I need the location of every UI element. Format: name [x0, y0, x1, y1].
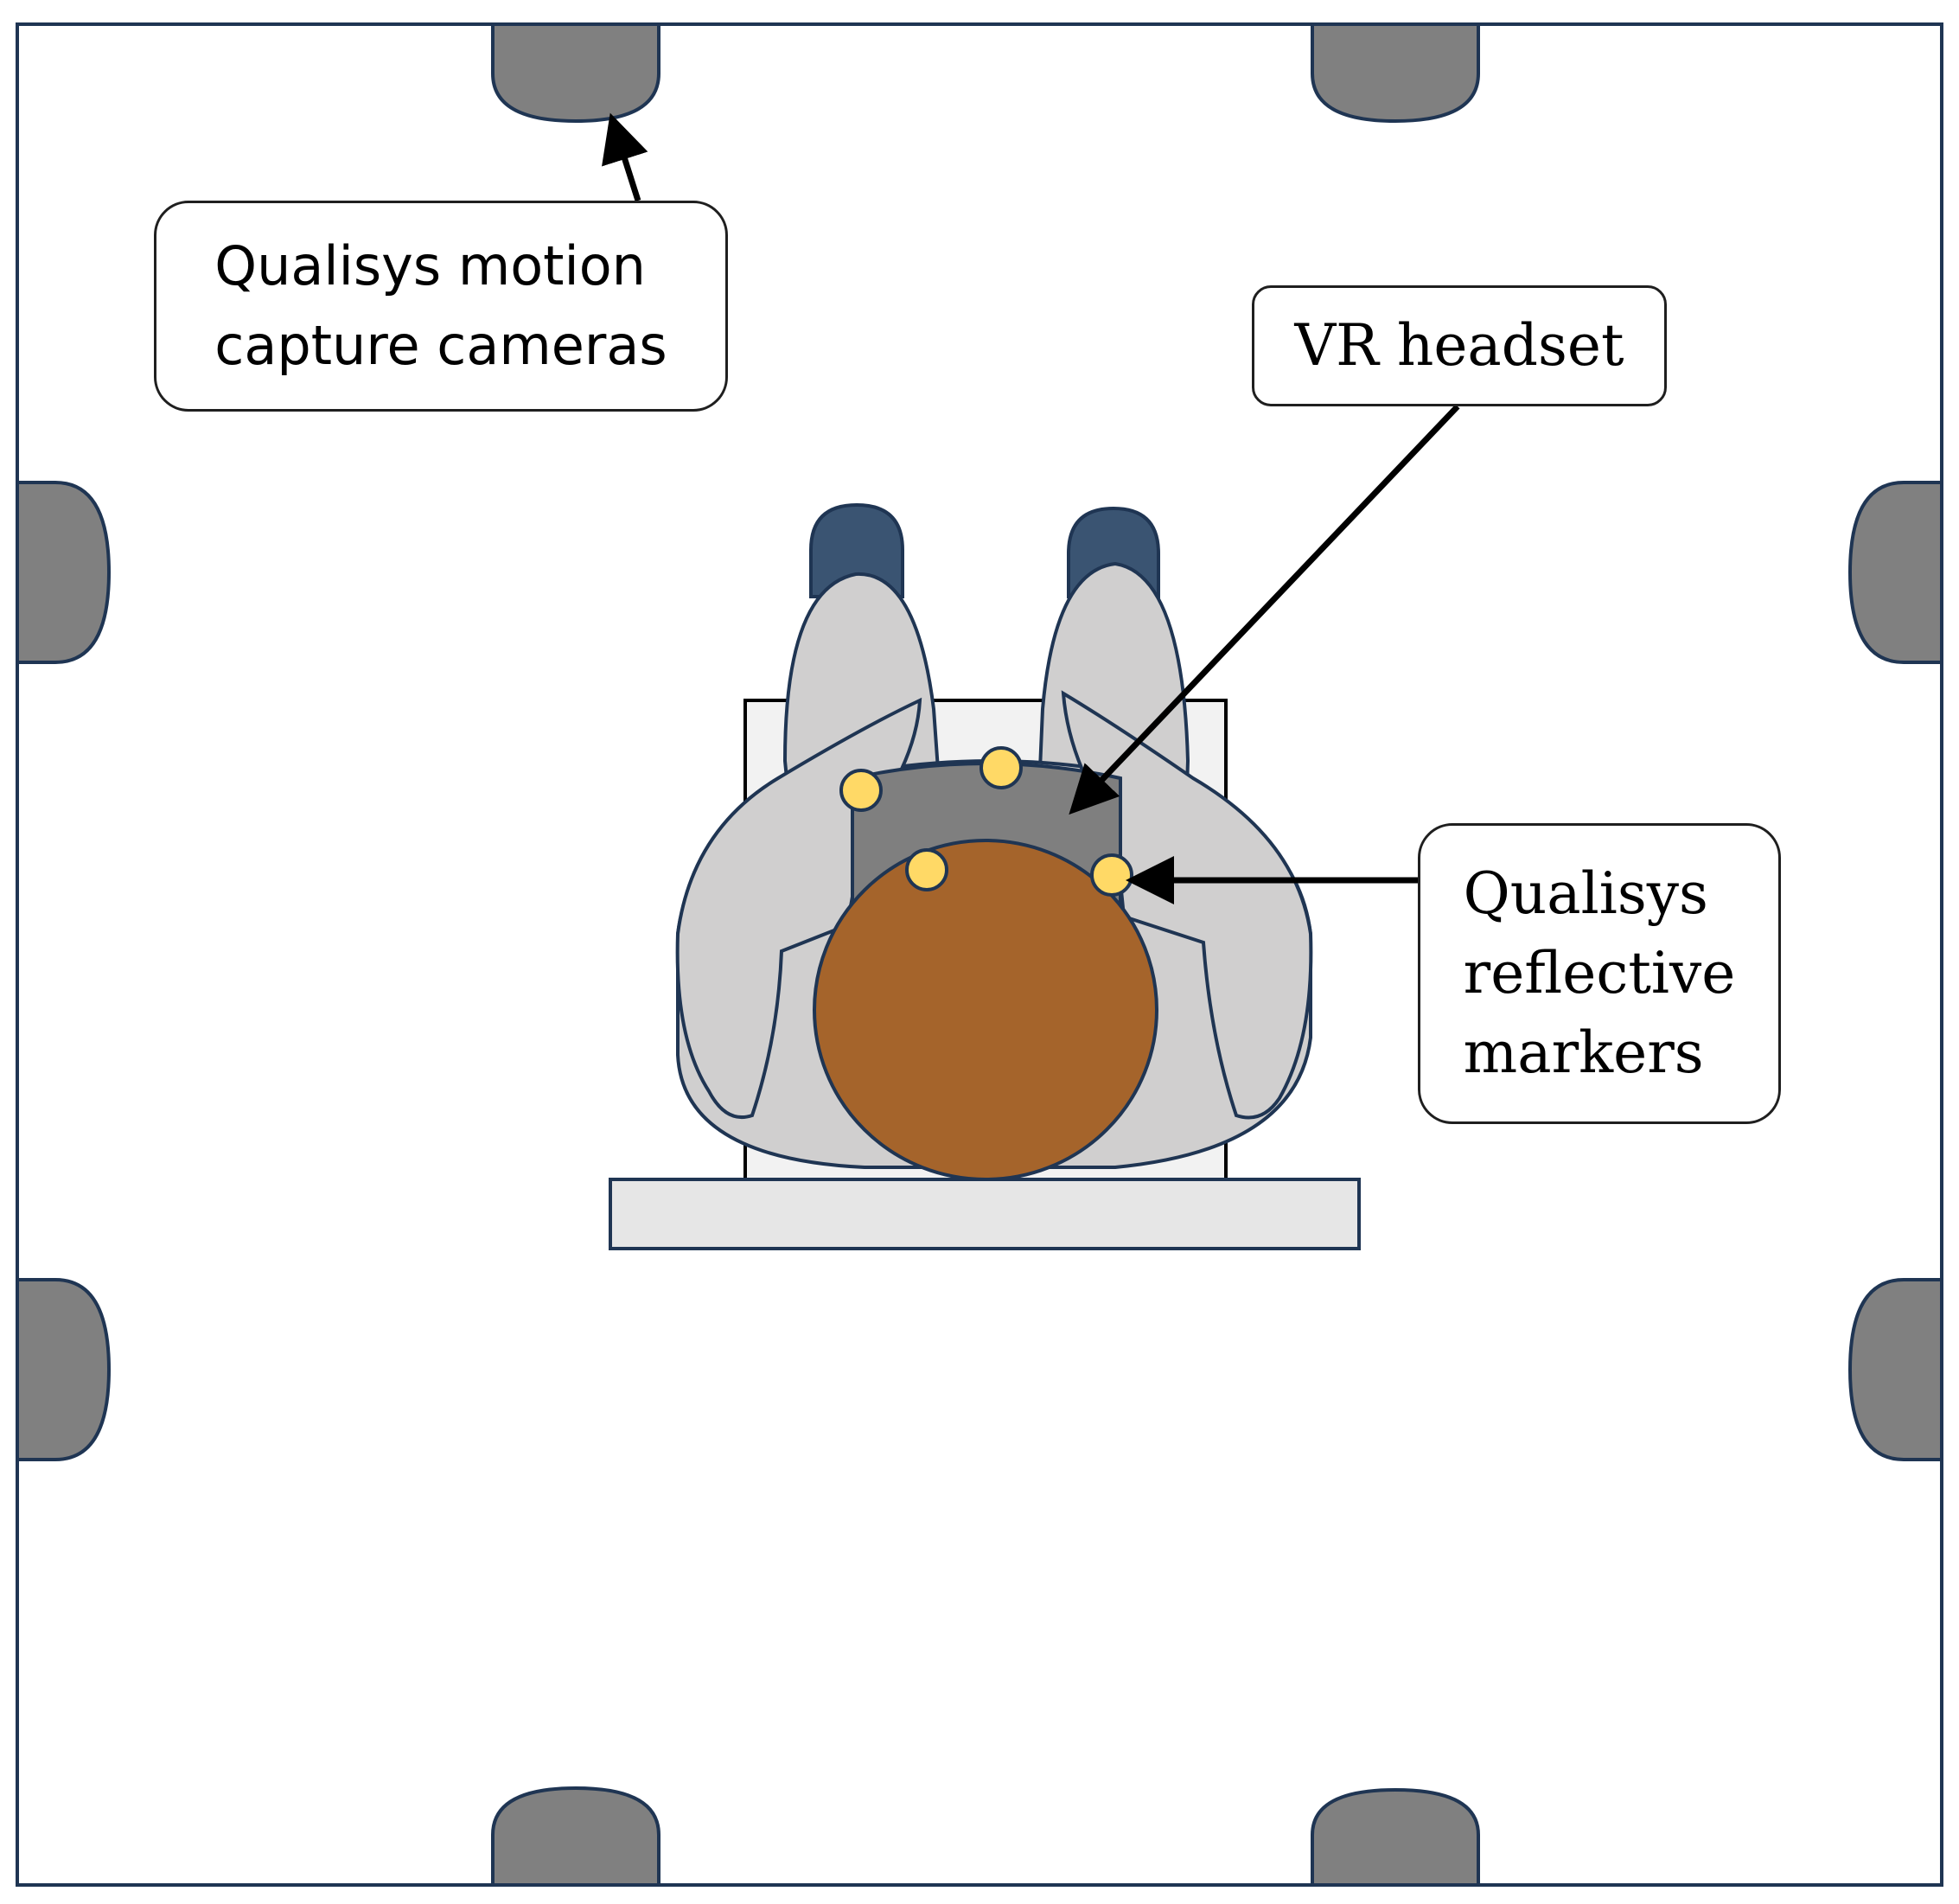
callout-motion-capture-cameras: Qualisys motion capture cameras: [154, 201, 728, 412]
callout-headset-text: VR headset: [1294, 312, 1624, 379]
arrow-to-camera: [602, 112, 648, 202]
callout-markers-text: Qualisys reflective markers: [1463, 860, 1736, 1086]
arrow-to-headset: [1069, 404, 1460, 815]
camera-right-upper-icon: [1847, 481, 1943, 664]
camera-right-lower-icon: [1847, 1278, 1943, 1461]
callout-reflective-markers: Qualisys reflective markers: [1418, 823, 1781, 1124]
reflective-marker-icon: [905, 848, 948, 891]
reflective-marker-icon: [839, 769, 883, 812]
camera-top-left-icon: [491, 22, 660, 124]
shoe-left-icon: [809, 502, 904, 598]
reflective-marker-icon: [980, 746, 1023, 789]
camera-bottom-right-icon: [1311, 1787, 1480, 1887]
reflective-marker-icon: [1090, 853, 1133, 897]
camera-left-lower-icon: [16, 1278, 112, 1461]
camera-top-right-icon: [1311, 22, 1480, 124]
camera-bottom-left-icon: [491, 1786, 660, 1887]
desk: [609, 1178, 1361, 1250]
callout-vr-headset: VR headset: [1252, 285, 1667, 406]
callout-cameras-text: Qualisys motion capture cameras: [214, 234, 667, 377]
camera-left-upper-icon: [16, 481, 112, 664]
